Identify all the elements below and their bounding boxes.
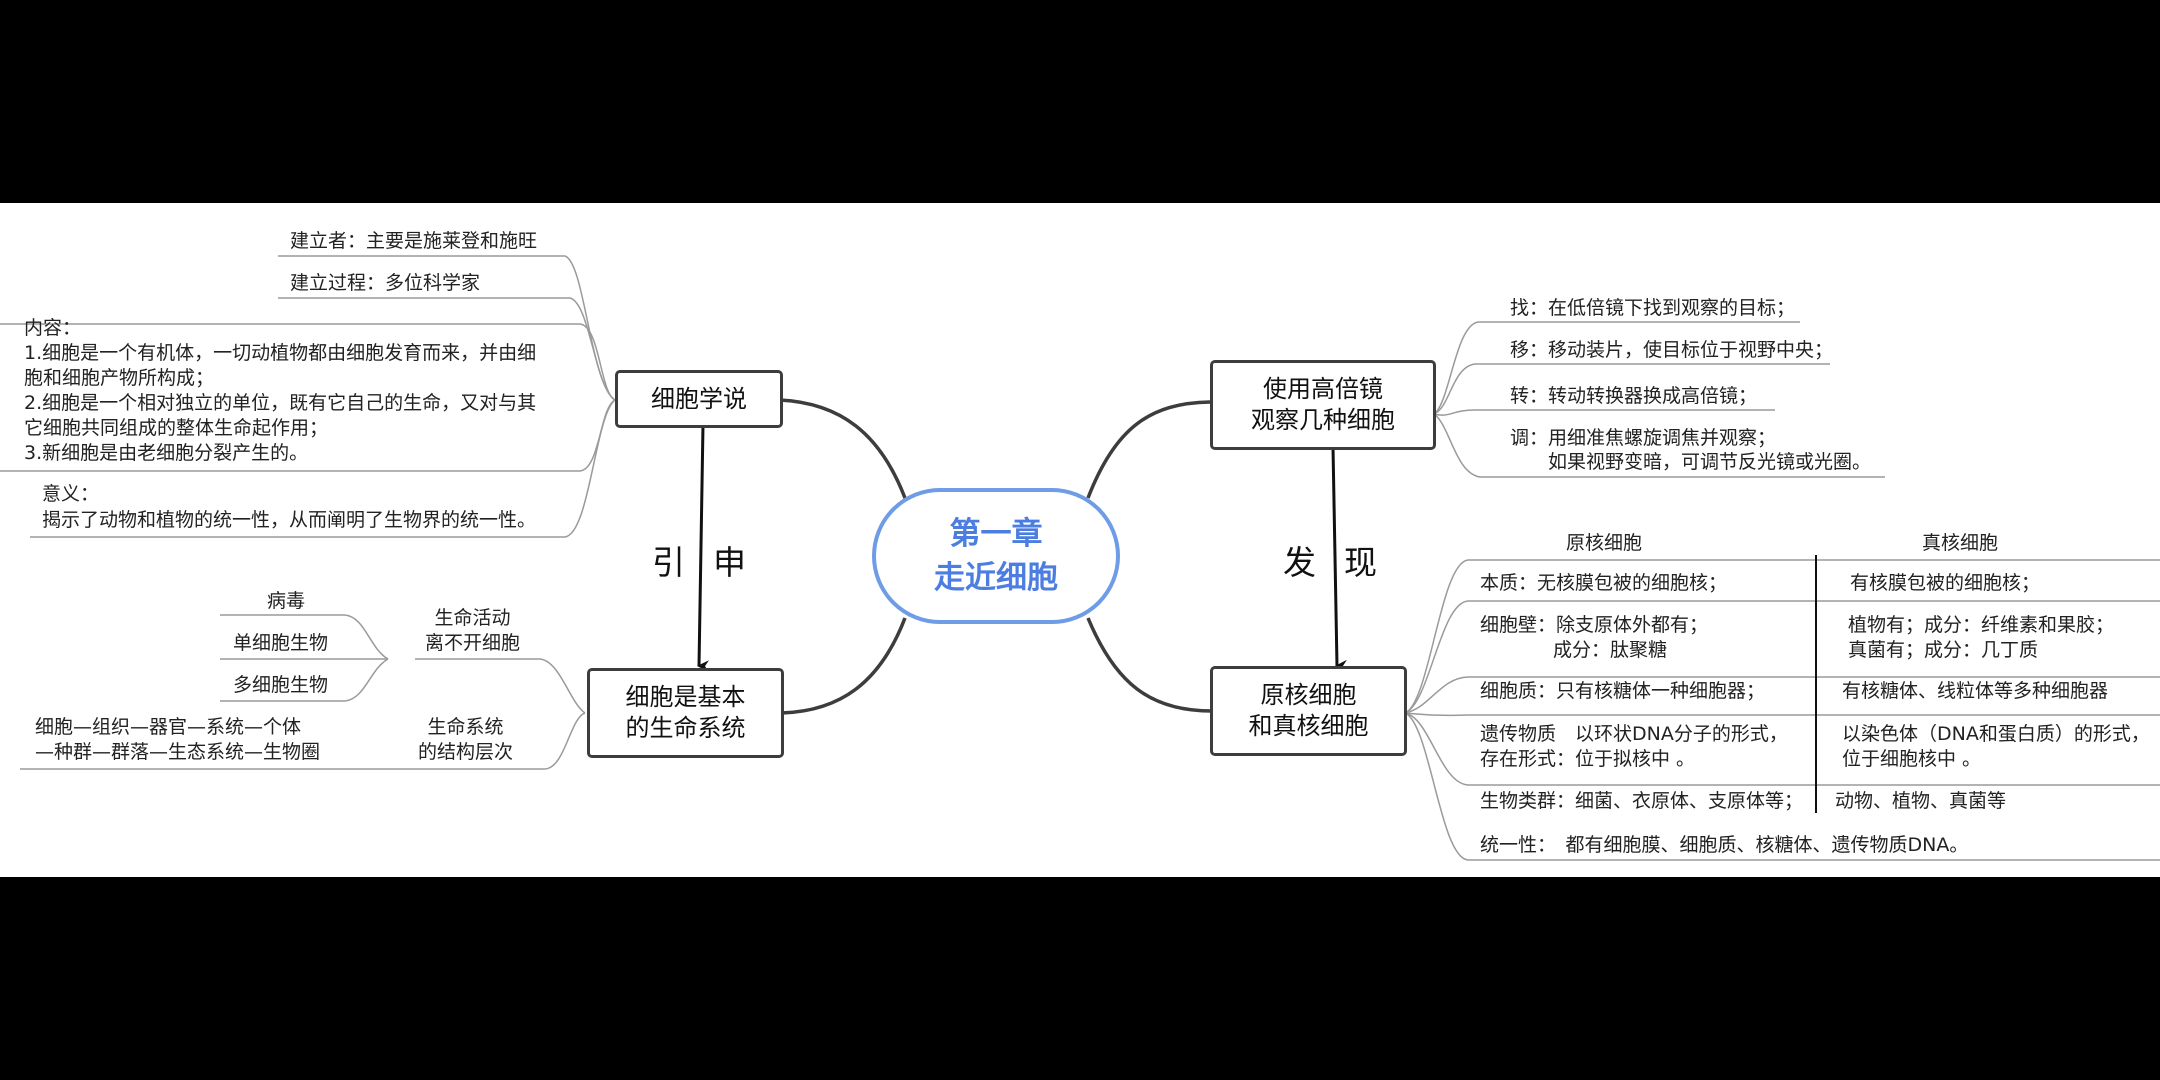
cell-theory-content-line: 2.细胞是一个相对独立的单位，既有它自己的生命，又对与其 [24, 392, 537, 414]
node-microscope-line2: 观察几种细胞 [1251, 406, 1395, 434]
row-unity: 统一性： 都有细胞膜、细胞质、核糖体、遗传物质DNA。 [1480, 834, 1969, 856]
row-wall-left2: 成分：肽聚糖 [1553, 639, 1668, 661]
node-life-system-line1: 细胞是基本 [625, 683, 746, 711]
cell-theory-process: 建立过程：多位科学家 [290, 272, 481, 294]
node-pro-euk[interactable]: 原核细胞 和真核细胞 [1210, 666, 1407, 756]
cell-theory-meaning-title: 意义： [42, 483, 100, 505]
node-life-system[interactable]: 细胞是基本 的生命系统 [587, 668, 784, 758]
row-cytoplasm-right: 有核糖体、线粒体等多种细胞器 [1842, 680, 2109, 702]
central-topic-line2: 走近细胞 [934, 560, 1058, 596]
row-wall-right: 植物有；成分：纤维素和果胶； [1848, 614, 2115, 636]
node-life-system-line2: 的生命系统 [625, 714, 746, 742]
life-activity-line1: 生命活动 [434, 607, 511, 629]
row-essence-left: 本质：无核膜包被的细胞核； [1480, 572, 1728, 594]
cell-theory-content-line: 3.新细胞是由老细胞分裂产生的。 [24, 442, 309, 464]
mind-map-canvas: 第一章 走近细胞 细胞学说 细胞是基本 的生命系统 使用高倍镜 观察几种细胞 原… [0, 203, 2160, 877]
row-wall-right2: 真菌有；成分：几丁质 [1848, 639, 2039, 661]
step-find: 找：在低倍镜下找到观察的目标； [1510, 297, 1796, 319]
link-center-pro-euk [1086, 617, 1213, 713]
row-genetic-left: 遗传物质 以环状DNA分子的形式， [1480, 723, 1788, 745]
node-pro-euk-line1: 原核细胞 [1260, 681, 1357, 709]
connector-lines [0, 255, 2160, 861]
cell-theory-content-line: 胞和细胞产物所构成； [24, 367, 215, 389]
cell-theory-content-line: 1.细胞是一个有机体，一切动植物都由细胞发育而来，并由细 [24, 342, 537, 364]
header-eukaryote: 真核细胞 [1922, 532, 1999, 554]
row-genetic-right2: 位于细胞核中 。 [1842, 748, 1982, 770]
organism-virus: 病毒 [267, 590, 306, 612]
header-prokaryote: 原核细胞 [1566, 532, 1643, 554]
row-genetic-right: 以染色体（DNA和蛋白质）的形式， [1842, 723, 2150, 745]
arrow-extend [697, 424, 710, 673]
row-groups-left: 生物类群：细菌、衣原体、支原体等； [1480, 790, 1804, 812]
node-pro-euk-line2: 和真核细胞 [1248, 712, 1369, 740]
step-turn: 转：转动转换器换成高倍镜； [1510, 385, 1758, 407]
link-center-cell-theory [779, 398, 907, 499]
central-topic-line1: 第一章 [949, 516, 1043, 552]
row-wall-left: 细胞壁：除支原体外都有； [1480, 614, 1709, 636]
row-groups-right: 动物、植物、真菌等 [1835, 790, 2007, 812]
cell-theory-meaning-text: 揭示了动物和植物的统一性，从而阐明了生物界的统一性。 [42, 509, 537, 531]
hierarchy-line2: —种群—群落—生态系统—生物圈 [35, 741, 321, 763]
row-genetic-left2: 存在形式：位于拟核中 。 [1480, 748, 1696, 770]
node-cell-theory[interactable]: 细胞学说 [615, 370, 783, 428]
hierarchy-label: 生命系统 的结构层次 [418, 715, 513, 765]
organism-unicellular: 单细胞生物 [233, 632, 329, 654]
step-adjust: 调：用细准焦螺旋调焦并观察； [1510, 427, 1777, 449]
organism-multicellular: 多细胞生物 [233, 674, 329, 696]
row-cytoplasm-left: 细胞质：只有核糖体一种细胞器； [1480, 680, 1766, 702]
node-microscope-line1: 使用高倍镜 [1263, 375, 1383, 403]
link-center-microscope [1086, 400, 1211, 499]
cell-theory-content-line: 它细胞共同组成的整体生命起作用； [24, 417, 329, 439]
arrow-discover [1331, 446, 1348, 672]
arrow-label-extend: 引申 [652, 543, 774, 582]
step-adjust-note: 如果视野变暗，可调节反光镜或光圈。 [1548, 451, 1872, 473]
node-microscope[interactable]: 使用高倍镜 观察几种细胞 [1210, 360, 1436, 450]
step-move: 移：移动装片，使目标位于视野中央； [1510, 339, 1834, 361]
arrow-label-discover: 发现 [1283, 543, 1405, 582]
node-cell-theory-label: 细胞学说 [651, 384, 747, 413]
row-essence-right: 有核膜包被的细胞核； [1850, 572, 2041, 594]
cell-theory-founder: 建立者：主要是施莱登和施旺 [290, 230, 538, 252]
cell-theory-content-title: 内容： [24, 317, 82, 339]
life-activity-line2: 离不开细胞 [425, 632, 521, 654]
hierarchy-label-line1: 生命系统 [427, 716, 504, 738]
central-topic[interactable]: 第一章 走近细胞 [872, 488, 1120, 624]
hierarchy-line1: 细胞—组织—器官—系统—个体 [35, 716, 302, 738]
life-activity-label: 生命活动 离不开细胞 [425, 606, 520, 656]
hierarchy-label-line2: 的结构层次 [418, 741, 514, 763]
link-center-life-system [781, 617, 907, 715]
